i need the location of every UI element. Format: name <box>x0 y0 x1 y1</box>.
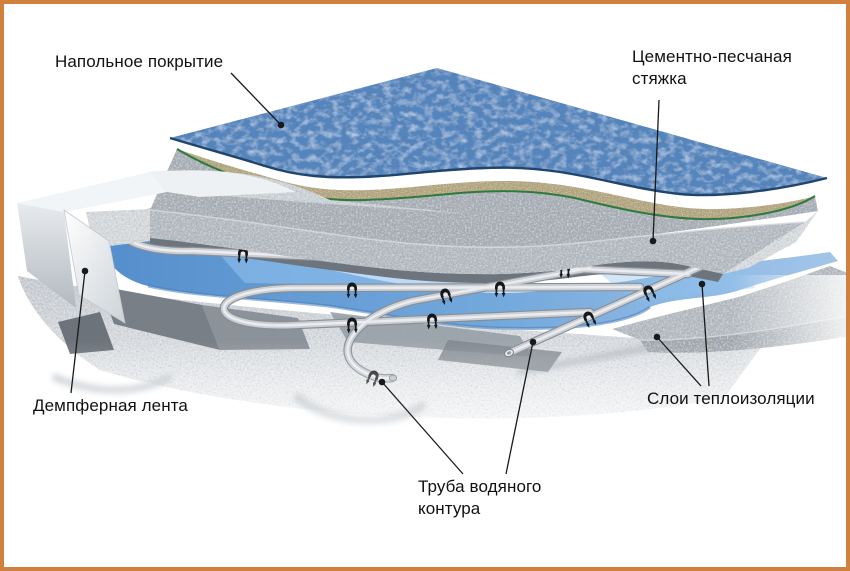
label-pipe: Труба водяного контура <box>418 477 542 519</box>
label-screed: Цементно-песчаная стяжка <box>632 47 792 89</box>
screed-slab <box>149 149 818 275</box>
label-floor-covering: Напольное покрытие <box>55 52 224 71</box>
right-fade <box>730 275 850 425</box>
label-insulation-layers: Слои теплоизоляции <box>647 389 815 408</box>
damper-tape <box>17 170 470 324</box>
leader-lines <box>70 72 710 475</box>
label-damper-tape: Демпферная лента <box>33 396 188 415</box>
carpet-layer <box>169 68 828 197</box>
